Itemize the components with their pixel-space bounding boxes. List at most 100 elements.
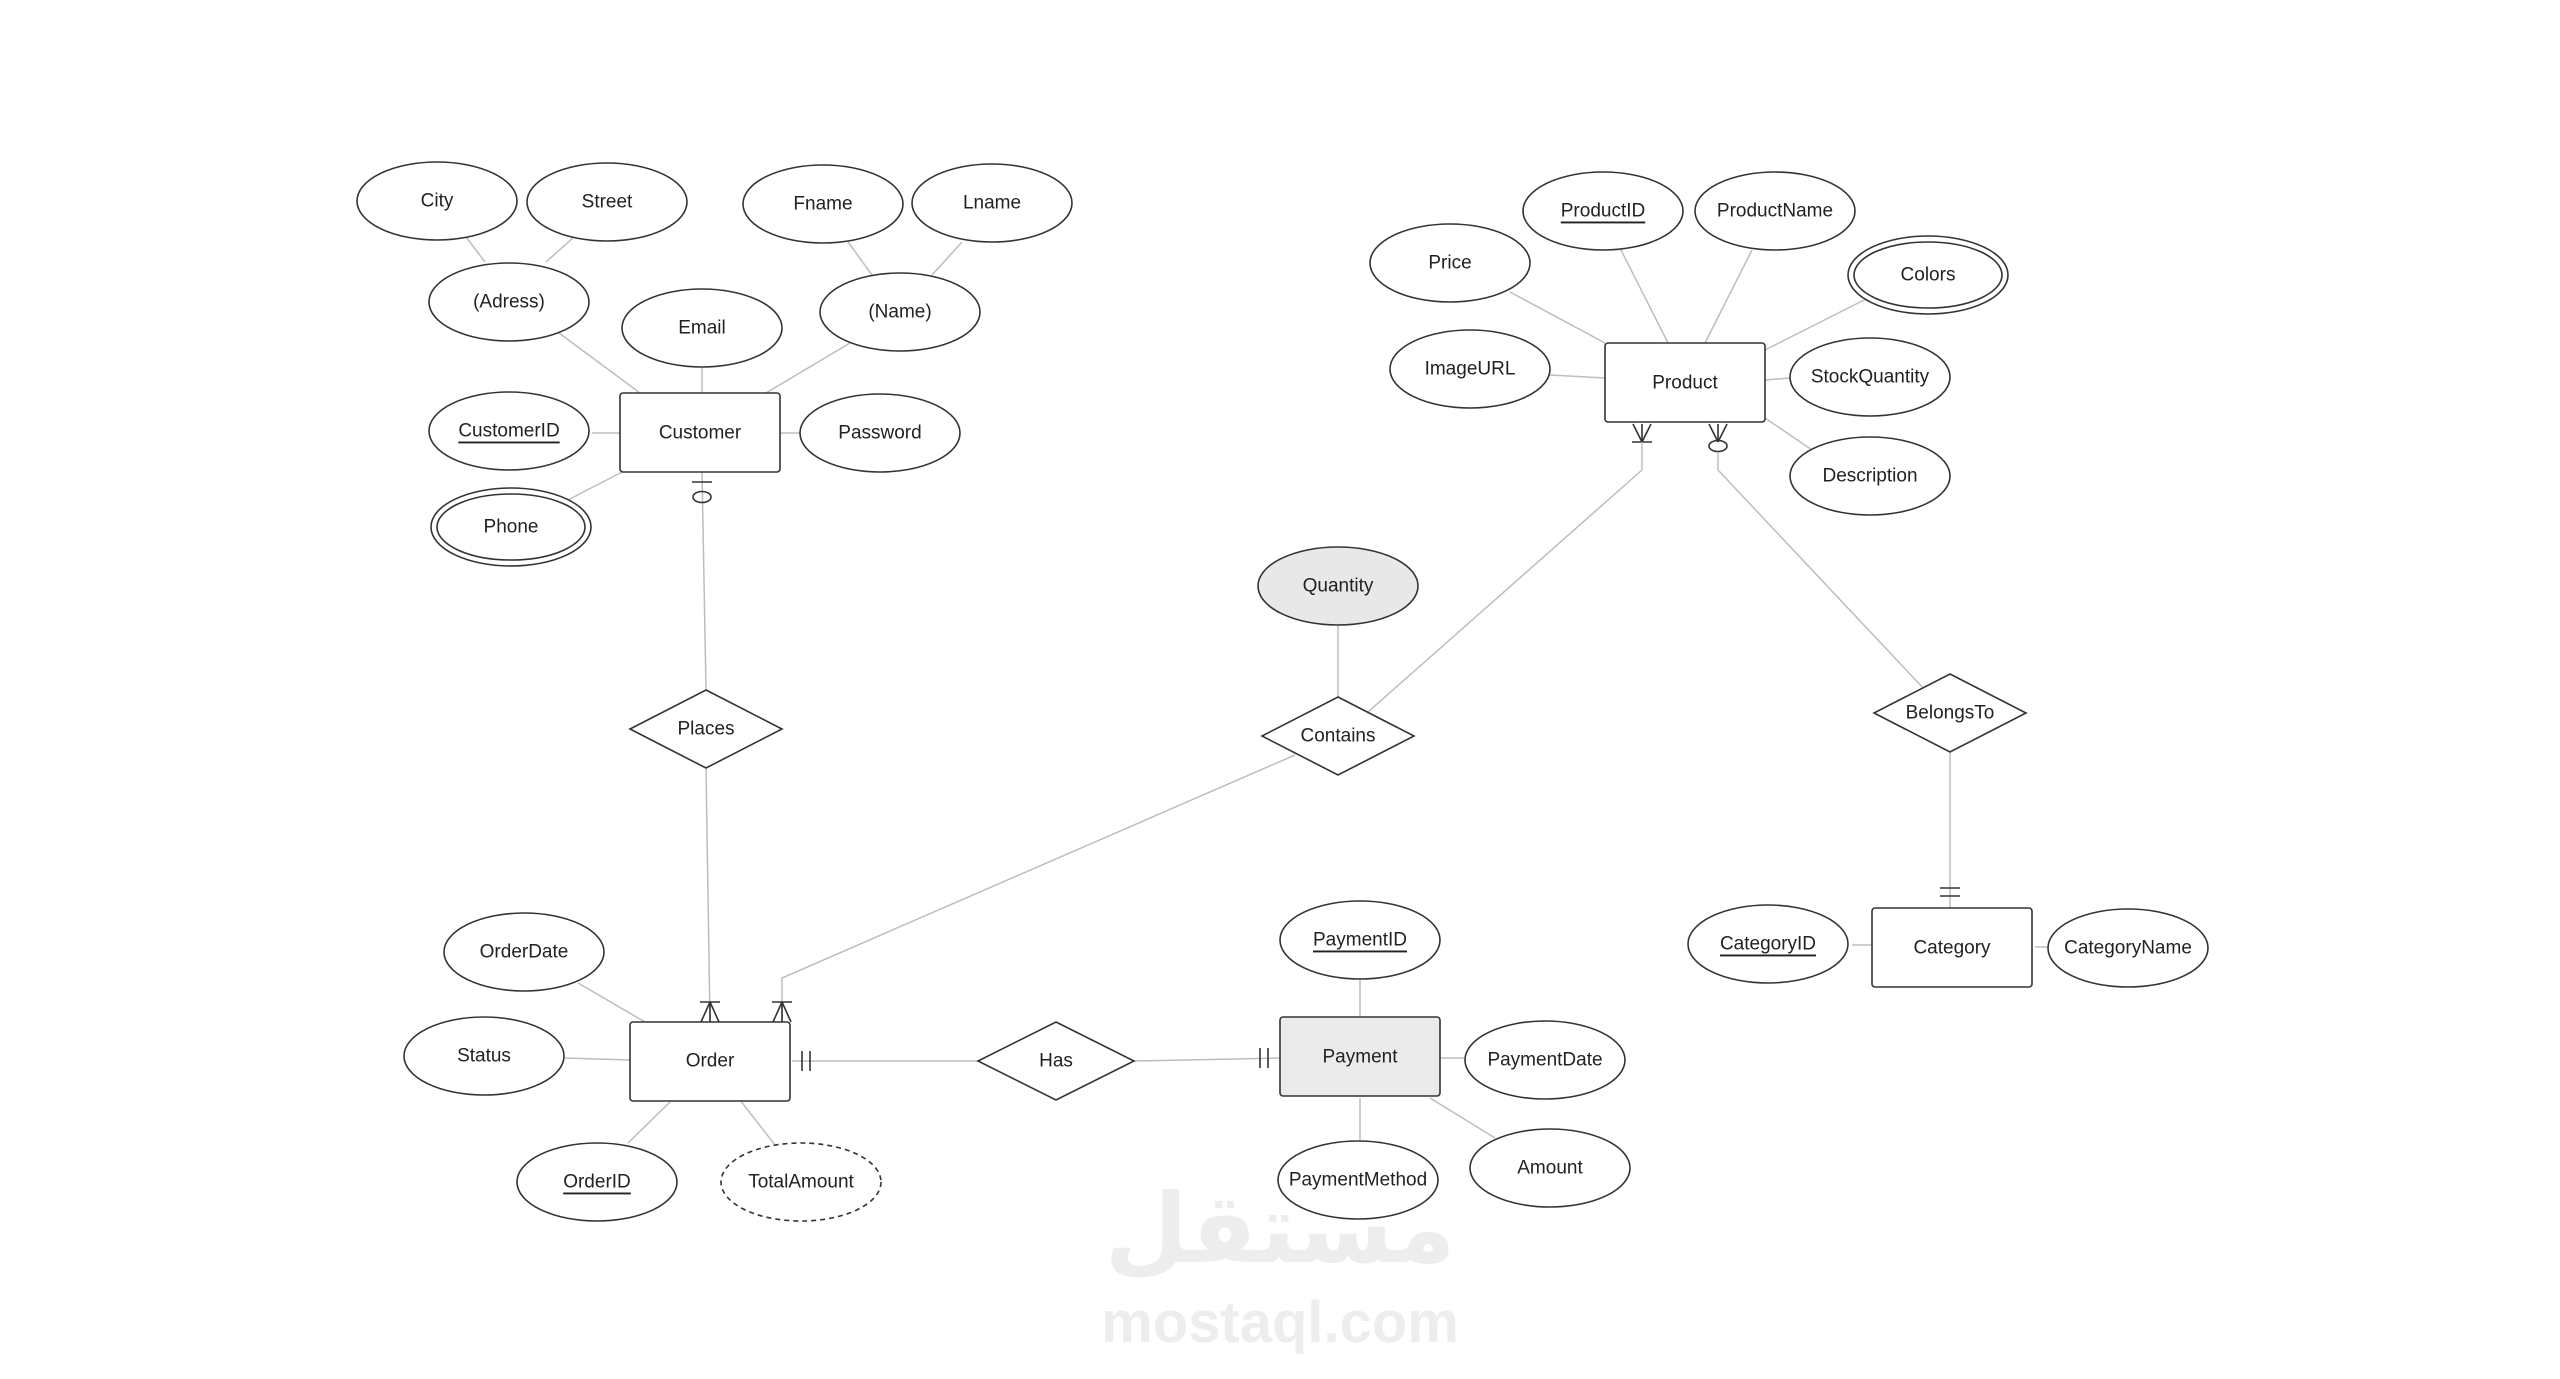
- attribute-label-order-id: OrderID: [563, 1172, 631, 1193]
- attribute-order-date[interactable]: OrderDate: [443, 912, 605, 992]
- entities: Customer Product Order Payment Category: [619, 342, 2033, 1102]
- attribute-label-password: Password: [838, 423, 921, 444]
- attribute-label-payment-method: PaymentMethod: [1289, 1170, 1427, 1191]
- attribute-quantity[interactable]: Quantity: [1257, 546, 1419, 626]
- attribute-phone[interactable]: Phone: [430, 487, 592, 567]
- relationship-label-places: Places: [677, 719, 734, 740]
- link-has-payment: [1133, 1057, 1283, 1062]
- attribute-stock-quantity[interactable]: StockQuantity: [1789, 337, 1951, 417]
- link-adress-customer: [554, 329, 641, 394]
- attribute-category-name[interactable]: CategoryName: [2047, 908, 2209, 988]
- attribute-description[interactable]: Description: [1789, 436, 1951, 516]
- entity-label-payment: Payment: [1323, 1047, 1399, 1068]
- cardinality-order-places: [700, 1001, 720, 1023]
- link-phone-customer: [567, 471, 623, 501]
- attribute-password[interactable]: Password: [799, 393, 961, 473]
- link-price-product: [1509, 291, 1606, 344]
- attribute-street[interactable]: Street: [526, 162, 688, 242]
- attribute-label-lname: Lname: [963, 193, 1021, 214]
- link-amount-payment: [1429, 1097, 1496, 1139]
- entity-order[interactable]: Order: [629, 1021, 791, 1102]
- attribute-label-payment-id: PaymentID: [1313, 930, 1407, 951]
- attribute-label-name: (Name): [868, 302, 931, 323]
- link-colors-product: [1764, 297, 1869, 351]
- attribute-label-image-url: ImageURL: [1425, 359, 1516, 380]
- attribute-label-product-name: ProductName: [1717, 201, 1833, 222]
- relationship-has[interactable]: Has: [976, 1021, 1136, 1101]
- attribute-email[interactable]: Email: [621, 288, 783, 368]
- link-productname-product: [1704, 249, 1753, 344]
- attribute-label-quantity: Quantity: [1303, 576, 1374, 597]
- entity-customer[interactable]: Customer: [619, 392, 781, 473]
- link-fname-name: [847, 241, 873, 276]
- attribute-image-url[interactable]: ImageURL: [1389, 329, 1551, 409]
- attribute-label-street: Street: [582, 192, 633, 213]
- link-orderdate-order: [577, 982, 646, 1023]
- attribute-total-amount[interactable]: TotalAmount: [720, 1142, 882, 1222]
- link-lname-name: [931, 241, 963, 276]
- attribute-order-id[interactable]: OrderID: [516, 1142, 678, 1222]
- entity-label-product: Product: [1652, 373, 1718, 394]
- attribute-customer-id[interactable]: CustomerID: [428, 391, 590, 471]
- attribute-price[interactable]: Price: [1369, 223, 1531, 303]
- link-product-belongsto: [1717, 469, 1926, 691]
- attribute-label-total-amount: TotalAmount: [748, 1172, 854, 1193]
- link-orderid-order: [627, 1099, 673, 1144]
- relationship-label-has: Has: [1039, 1051, 1073, 1072]
- attribute-category-id[interactable]: CategoryID: [1687, 904, 1849, 984]
- attribute-label-category-id: CategoryID: [1720, 934, 1816, 955]
- link-status-order: [564, 1057, 631, 1061]
- relationship-contains[interactable]: Contains: [1260, 696, 1416, 776]
- link-productid-product: [1619, 247, 1669, 344]
- attribute-label-amount: Amount: [1517, 1158, 1583, 1179]
- cardinality-product-belongsto: [1708, 423, 1728, 470]
- entity-payment[interactable]: Payment: [1279, 1016, 1441, 1097]
- attribute-label-category-name: CategoryName: [2064, 938, 2192, 959]
- attribute-fname[interactable]: Fname: [742, 164, 904, 244]
- link-street-adress: [545, 236, 575, 263]
- cardinality-product-contains: [1632, 423, 1652, 470]
- link-totalamount-order: [739, 1099, 776, 1146]
- cardinality-notations: [692, 423, 1960, 1071]
- attribute-label-phone: Phone: [484, 517, 539, 538]
- attribute-product-name[interactable]: ProductName: [1694, 171, 1856, 251]
- entity-label-customer: Customer: [659, 423, 742, 444]
- cardinality-category-belongsto: [1940, 887, 1960, 897]
- relationship-places[interactable]: Places: [628, 689, 784, 769]
- attribute-label-description: Description: [1822, 466, 1917, 487]
- attribute-label-stock-quantity: StockQuantity: [1811, 367, 1930, 388]
- attribute-label-adress: (Adress): [473, 292, 545, 313]
- attribute-payment-id[interactable]: PaymentID: [1279, 900, 1441, 980]
- attribute-adress[interactable]: (Adress): [428, 262, 590, 342]
- attribute-label-order-date: OrderDate: [480, 942, 569, 963]
- entity-product[interactable]: Product: [1604, 342, 1766, 423]
- entity-category[interactable]: Category: [1871, 907, 2033, 988]
- relationship-label-belongs-to: BelongsTo: [1906, 703, 1995, 724]
- attribute-label-price: Price: [1428, 253, 1471, 274]
- attribute-colors[interactable]: Colors: [1847, 235, 2009, 315]
- entity-label-order: Order: [686, 1051, 735, 1072]
- watermark-latin: mostaql.com: [1101, 1290, 1459, 1355]
- attribute-label-payment-date: PaymentDate: [1487, 1050, 1602, 1071]
- attribute-label-product-id: ProductID: [1561, 201, 1645, 222]
- attributes: City Street (Adress) Email Fname Lname (Name) C…: [356, 161, 2209, 1222]
- relationship-label-contains: Contains: [1301, 726, 1376, 747]
- relationship-belongs-to[interactable]: BelongsTo: [1872, 673, 2028, 753]
- attribute-label-fname: Fname: [793, 194, 852, 215]
- attribute-lname[interactable]: Lname: [911, 163, 1073, 243]
- attribute-payment-method[interactable]: PaymentMethod: [1277, 1140, 1439, 1220]
- attribute-city[interactable]: City: [356, 161, 518, 241]
- attribute-payment-date[interactable]: PaymentDate: [1464, 1020, 1626, 1100]
- cardinality-order-has: [801, 1051, 811, 1071]
- attribute-amount[interactable]: Amount: [1469, 1128, 1631, 1208]
- cardinality-order-contains: [772, 1001, 792, 1023]
- attribute-name[interactable]: (Name): [819, 272, 981, 352]
- link-customer-places: [701, 471, 707, 691]
- attribute-label-status: Status: [457, 1046, 511, 1067]
- attribute-product-id[interactable]: ProductID: [1522, 171, 1684, 251]
- cardinality-customer-places: [692, 481, 712, 504]
- link-description-product: [1764, 417, 1816, 453]
- link-contains-order: [781, 754, 1296, 1022]
- attribute-status[interactable]: Status: [403, 1016, 565, 1096]
